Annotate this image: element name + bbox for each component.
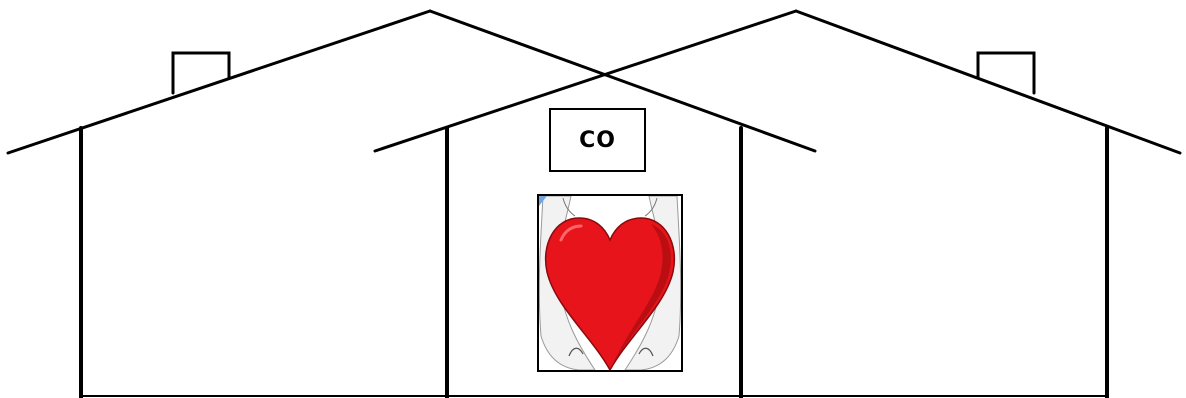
heart-picture	[537, 194, 683, 372]
heart-with-wings-icon	[539, 196, 681, 370]
house-sign-label: CO	[579, 128, 616, 153]
right-house	[375, 11, 1180, 398]
left-house	[8, 11, 815, 398]
right-house-roof-right	[796, 11, 1180, 153]
left-house-roof-left	[8, 11, 430, 153]
right-house-chimney	[978, 53, 1034, 93]
house-sign: CO	[549, 108, 646, 172]
